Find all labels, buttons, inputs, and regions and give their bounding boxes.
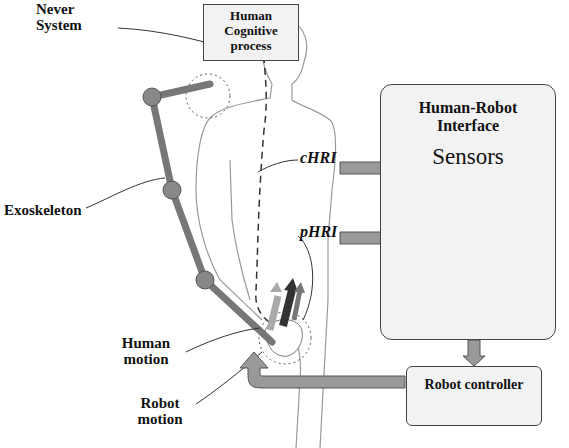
controller-box: Robot controller — [406, 366, 542, 426]
node-text: Human-Robot Interface — [381, 85, 555, 136]
interface-box: Human-Robot InterfaceSensors — [380, 84, 556, 340]
part-label: Exoskeleton — [4, 203, 114, 219]
node-text: Robot controller — [407, 367, 541, 403]
exoskeleton — [143, 84, 272, 342]
nerve-path — [256, 20, 276, 326]
part-label: Never System — [36, 2, 116, 34]
robot-command-arrow — [240, 352, 405, 388]
part-label: Human motion — [104, 336, 188, 368]
fat-arrow — [463, 340, 485, 366]
part-label: Robot motion — [122, 396, 198, 428]
leader-lines — [86, 28, 313, 404]
node-text: Sensors — [381, 136, 555, 178]
motion-arrows — [270, 278, 305, 330]
joint-highlight — [186, 74, 230, 118]
part-label: cHRI — [300, 150, 350, 167]
part-label: pHRI — [300, 224, 350, 241]
node-text: Human Cognitive process — [204, 5, 298, 58]
cognitive-box: Human Cognitive process — [203, 4, 299, 61]
